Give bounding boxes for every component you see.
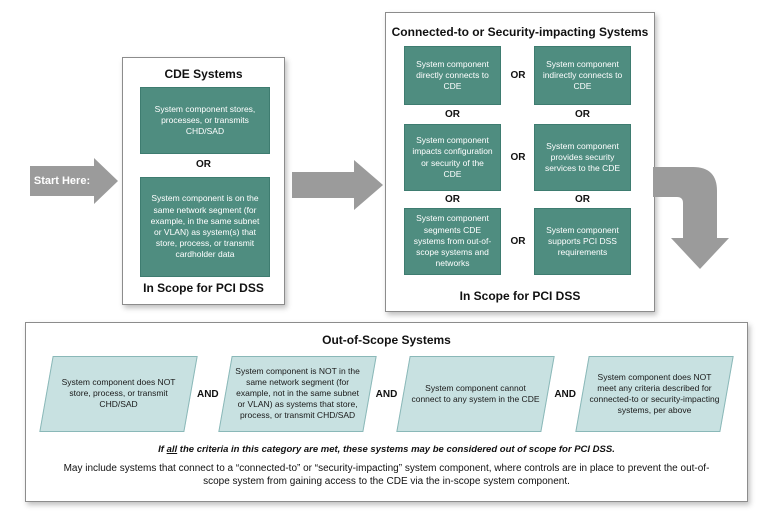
cde-panel-footer: In Scope for PCI DSS (143, 281, 264, 295)
out-of-scope-criteria-3: System component cannot connect to any s… (396, 356, 556, 432)
cde-systems-panel: CDE Systems System component stores, pro… (122, 57, 285, 305)
flow-arrow-down (648, 158, 738, 273)
out-of-scope-title: Out-of-Scope Systems (322, 333, 451, 347)
criteria-text: System component does NOT meet any crite… (589, 371, 720, 416)
connected-criteria-box-1: System component directly connects to CD… (404, 46, 501, 105)
out-of-scope-criteria-row: System component does NOT store, process… (34, 356, 739, 432)
cde-criteria-box-2: System component is on the same network … (140, 177, 270, 277)
arrow-right-icon (30, 158, 118, 204)
or-label: OR (445, 194, 460, 205)
or-label: OR (510, 152, 526, 163)
connected-criteria-box-3: System component impacts configuration o… (404, 124, 501, 191)
or-label: OR (575, 194, 590, 205)
out-of-scope-paragraph: May include systems that connect to a “c… (63, 463, 710, 488)
note-prefix: If (158, 444, 167, 455)
and-label: AND (196, 388, 219, 400)
and-label: AND (375, 388, 398, 400)
criteria-text: System component cannot connect to any s… (411, 382, 540, 404)
cde-panel-title: CDE Systems (164, 67, 243, 81)
out-of-scope-panel: Out-of-Scope Systems System component do… (25, 322, 748, 502)
connected-panel-title: Connected-to or Security-impacting Syste… (391, 25, 649, 39)
note-all-underlined: all (166, 444, 178, 455)
or-label: OR (510, 70, 526, 81)
note-rest: the criteria in this category are met, t… (177, 444, 615, 455)
out-of-scope-note: If all the criteria in this category are… (26, 444, 747, 455)
flow-arrow-right (292, 160, 383, 210)
and-label: AND (554, 388, 576, 400)
arrow-right-icon (292, 160, 383, 210)
or-label: OR (445, 109, 460, 120)
connected-to-panel: Connected-to or Security-impacting Syste… (385, 12, 655, 312)
out-of-scope-criteria-1: System component does NOT store, process… (39, 356, 198, 432)
or-label: OR (196, 159, 211, 170)
or-label: OR (510, 236, 526, 247)
connected-criteria-box-4: System component provides security servi… (534, 124, 631, 191)
start-here-arrow: Start Here: (30, 158, 118, 204)
connected-panel-footer: In Scope for PCI DSS (459, 289, 581, 303)
out-of-scope-criteria-4: System component does NOT meet any crite… (575, 356, 734, 432)
connected-criteria-box-5: System component segments CDE systems fr… (404, 208, 501, 275)
arrow-curve-down-icon (653, 167, 729, 269)
criteria-text: System component does NOT store, process… (61, 377, 176, 410)
connected-criteria-box-2: System component indirectly connects to … (534, 46, 631, 105)
start-here-label: Start Here: (33, 175, 91, 187)
connected-criteria-box-6: System component supports PCI DSS requir… (534, 208, 631, 275)
cde-criteria-box-1: System component stores, processes, or t… (140, 87, 270, 154)
criteria-text: System component is NOT in the same netw… (234, 366, 360, 421)
or-label: OR (575, 109, 590, 120)
out-of-scope-criteria-2: System component is NOT in the same netw… (217, 356, 377, 432)
